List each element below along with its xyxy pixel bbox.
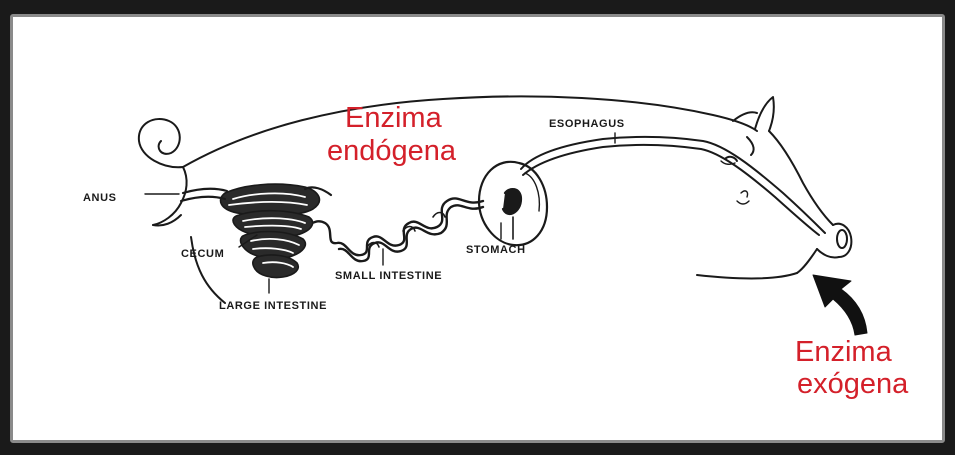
large-intestine bbox=[221, 184, 320, 277]
stomach bbox=[479, 162, 547, 245]
annotation-endogenous-line2: endógena bbox=[327, 135, 457, 167]
annotation-exogenous-line1: Enzima bbox=[795, 336, 893, 368]
label-cecum: CECUM bbox=[181, 248, 224, 260]
label-small-intestine: SMALL INTESTINE bbox=[335, 270, 442, 282]
label-anus: ANUS bbox=[83, 192, 117, 204]
esophagus-tube bbox=[521, 137, 825, 235]
pig-digestive-diagram: ANUS CECUM LARGE INTESTINE SMALL INTESTI… bbox=[13, 17, 942, 440]
small-intestine bbox=[299, 198, 483, 261]
annotation-endogenous-line1: Enzima bbox=[345, 102, 443, 134]
label-esophagus: ESOPHAGUS bbox=[549, 118, 625, 130]
curved-arrow-up-icon bbox=[813, 275, 867, 335]
label-stomach: STOMACH bbox=[466, 244, 526, 256]
label-large-intestine: LARGE INTESTINE bbox=[219, 300, 327, 312]
diagram-panel: ANUS CECUM LARGE INTESTINE SMALL INTESTI… bbox=[10, 14, 945, 443]
annotation-exogenous-line2: exógena bbox=[797, 368, 909, 400]
